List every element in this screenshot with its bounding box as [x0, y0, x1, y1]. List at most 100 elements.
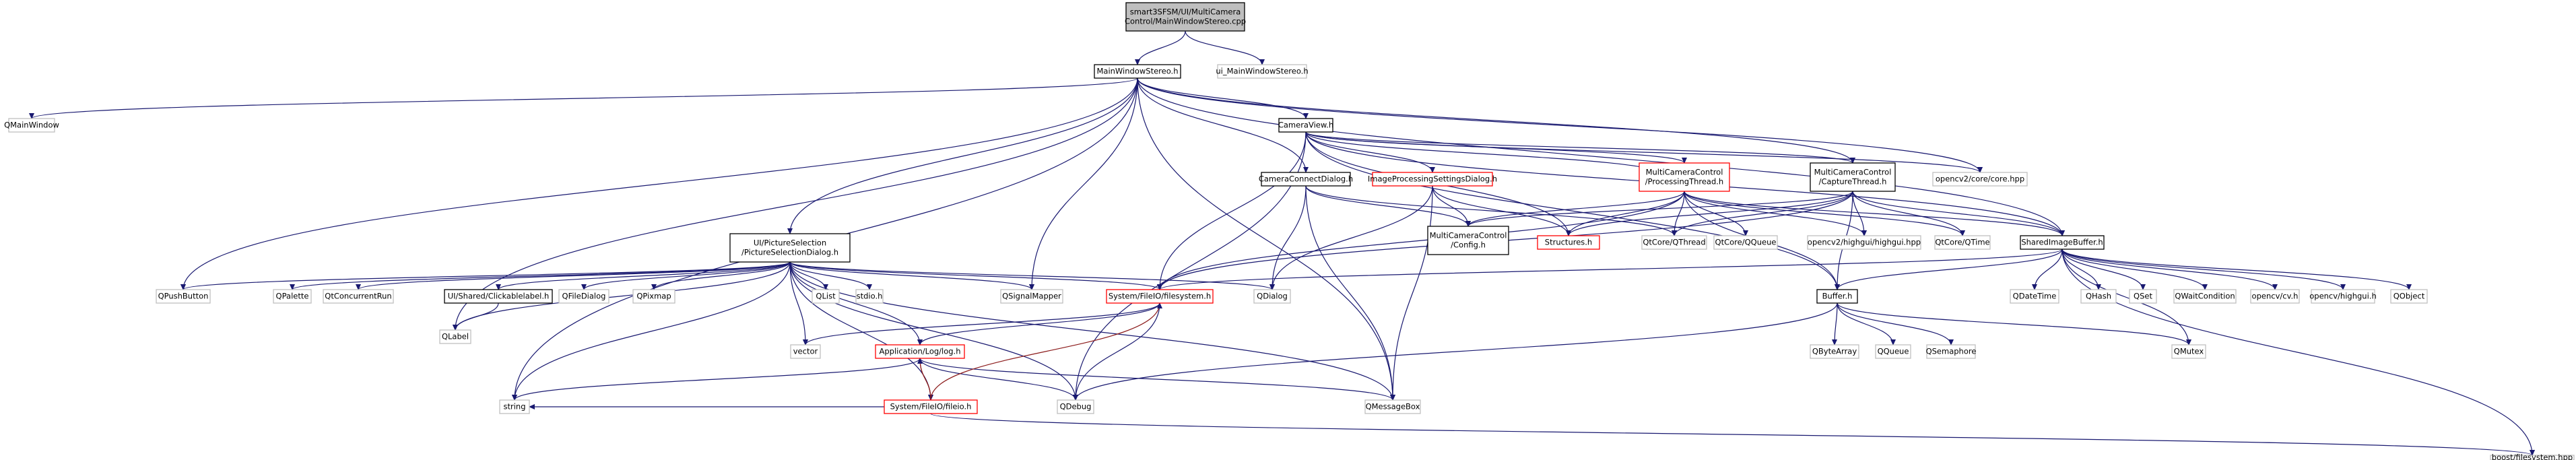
node-label-root-line-0: smart3SFSM/UI/MultiCamera	[1130, 7, 1241, 17]
node-opencvcv: opencv/cv.h	[2250, 289, 2300, 304]
node-box-opencvcore	[1932, 172, 2028, 187]
node-highgui: opencv2/highgui/highgui.hpp	[1807, 235, 1921, 250]
include-edge-mcproc-to-highgui	[1684, 191, 1867, 236]
node-label-qqueuecore-line-0: QtCore/QQueue	[1715, 238, 1777, 247]
node-filesys[interactable]: System/FileIO/filesystem.h	[1106, 289, 1214, 304]
node-box-mcproc	[1639, 162, 1730, 192]
include-edge-fileio-to-applog	[917, 358, 931, 401]
include-edge-psdialog-to-applog	[789, 261, 923, 346]
node-sharedbuf[interactable]: SharedImageBuffer.h	[2020, 235, 2105, 250]
node-string: string	[499, 399, 530, 414]
node-label-qbytearray-line-0: QByteArray	[1812, 347, 1857, 356]
node-label-qsignalmapper-line-0: QSignalMapper	[1002, 292, 1061, 301]
node-root[interactable]: smart3SFSM/UI/MultiCameraControl/MainWin…	[1125, 2, 1246, 32]
node-box-qobject	[2390, 289, 2428, 304]
node-box-vector	[790, 344, 821, 359]
node-box-qset	[2129, 289, 2157, 304]
node-ipsdialog[interactable]: ImageProcessingSettingsDialog.h	[1368, 172, 1497, 187]
include-edge-mws-to-mccapture	[1137, 77, 1855, 164]
include-edge-sharedbuf-to-qhash	[2061, 249, 2101, 290]
edges-layer	[29, 30, 2535, 456]
node-qdatetime: QDateTime	[2010, 289, 2059, 304]
node-fileio[interactable]: System/FileIO/fileio.h	[884, 399, 978, 414]
node-label-qpushbutton-line-0: QPushButton	[158, 292, 209, 301]
include-edge-mccapture-to-qthread	[1672, 191, 1853, 236]
node-qqueuecore: QtCore/QQueue	[1713, 235, 1778, 250]
include-edge-mws-to-qmessagebox	[1137, 77, 1395, 401]
node-boostfs: boost/filesystem.hpp	[2490, 453, 2575, 460]
node-label-vector-line-0: vector	[793, 347, 818, 356]
node-box-root	[1125, 2, 1245, 32]
node-box-ipsdialog	[1372, 172, 1493, 187]
node-psdialog[interactable]: UI/PictureSelection/PictureSelectionDial…	[729, 233, 851, 263]
include-edge-mccapture-to-qtime	[1852, 191, 1965, 236]
node-box-qlist	[812, 289, 840, 304]
include-edge-filesys-to-vector	[803, 302, 1160, 346]
include-edge-psdialog-to-qpixmap	[651, 261, 791, 290]
node-label-psdialog-line-1: /PictureSelectionDialog.h	[741, 248, 838, 257]
node-label-qmessagebox-line-0: QMessageBox	[1366, 402, 1420, 412]
include-edge-psdialog-to-qsignalmapper	[789, 261, 1034, 290]
node-qpushbutton: QPushButton	[156, 289, 211, 304]
node-label-qset-line-0: QSet	[2134, 292, 2152, 301]
node-applog[interactable]: Application/Log/log.h	[875, 344, 965, 359]
node-label-fileio-line-0: System/FileIO/fileio.h	[890, 402, 972, 412]
node-label-boostfs-line-0: boost/filesystem.hpp	[2492, 453, 2573, 460]
node-buffer[interactable]: Buffer.h	[1816, 289, 1858, 304]
node-label-qlist-line-0: QList	[816, 292, 836, 301]
include-edge-mws-to-qsignalmapper	[1029, 77, 1138, 290]
node-box-qwaitcondition	[2173, 289, 2237, 304]
node-label-buffer-line-0: Buffer.h	[1822, 292, 1853, 301]
include-edge-root-to-uimws	[1185, 30, 1265, 65]
node-label-opencvhighgui-line-0: opencv/highgui.h	[2309, 292, 2377, 301]
include-edge-applog-to-qmessagebox	[919, 358, 1395, 401]
node-label-applog-line-0: Application/Log/log.h	[879, 347, 960, 356]
node-box-qmainwindow	[8, 118, 55, 133]
node-box-qmessagebox	[1364, 399, 1421, 414]
node-clickable[interactable]: UI/Shared/Clickablelabel.h	[444, 289, 553, 304]
node-cameraview[interactable]: CameraView.h	[1278, 118, 1333, 133]
include-edge-cameraview-to-filesys	[1157, 131, 1307, 290]
node-label-psdialog-line-0: UI/PictureSelection	[754, 238, 826, 248]
include-edge-psdialog-to-filesys	[789, 261, 1162, 290]
node-box-filesys	[1106, 289, 1214, 304]
node-box-opencvhighgui	[2311, 289, 2375, 304]
include-edge-psdialog-to-qdebug	[789, 261, 1078, 401]
node-box-qthread	[1641, 235, 1707, 250]
node-qmainwindow: QMainWindow	[4, 118, 59, 133]
node-structures[interactable]: Structures.h	[1537, 235, 1600, 250]
include-edge-psdialog-to-qtconcurrent	[356, 261, 791, 290]
node-opencvhighgui: opencv/highgui.h	[2309, 289, 2377, 304]
include-edge-fileio-to-filesys	[930, 302, 1162, 401]
node-box-ccdialog	[1261, 172, 1351, 187]
node-box-uimws	[1217, 64, 1307, 79]
include-edge-sharedbuf-to-buffer	[1835, 249, 2063, 290]
include-edge-ipsdialog-to-mcconfig	[1432, 185, 1471, 227]
node-label-ccdialog-line-0: CameraConnectDialog.h	[1259, 174, 1353, 184]
include-edge-fileio-to-boostfs	[930, 413, 2535, 456]
node-box-qpalette	[273, 289, 312, 304]
node-label-qmutex-line-0: QMutex	[2174, 347, 2204, 356]
node-mws[interactable]: MainWindowStereo.h	[1094, 64, 1181, 79]
include-edge-cameraview-to-opencvcore	[1305, 131, 1983, 173]
node-qpixmap: QPixmap	[632, 289, 675, 304]
node-ccdialog[interactable]: CameraConnectDialog.h	[1259, 172, 1353, 187]
include-edge-buffer-to-qqueue	[1837, 302, 1896, 346]
node-qwaitcondition: QWaitCondition	[2173, 289, 2237, 304]
include-edge-sharedbuf-to-boostfs	[2061, 249, 2535, 456]
node-qlabel: QLabel	[439, 329, 471, 344]
node-box-clickable	[444, 289, 553, 304]
include-edge-buffer-to-qbytearray	[1832, 302, 1838, 346]
node-label-qpixmap-line-0: QPixmap	[636, 292, 671, 301]
node-label-mcproc-line-0: MultiCameraControl	[1646, 168, 1723, 177]
node-mcconfig[interactable]: MultiCameraControl/Config.h	[1427, 226, 1509, 255]
node-mccapture[interactable]: MultiCameraControl/CaptureThread.h	[1810, 162, 1896, 192]
node-box-qhash	[2080, 289, 2117, 304]
node-box-qtime	[1934, 235, 1991, 250]
node-label-cameraview-line-0: CameraView.h	[1278, 121, 1333, 130]
node-opencvcore: opencv2/core/core.hpp	[1932, 172, 2028, 187]
node-label-string-line-0: string	[503, 402, 525, 412]
node-box-fileio	[884, 399, 978, 414]
include-edge-filesys-to-applog	[917, 302, 1160, 346]
node-mcproc[interactable]: MultiCameraControl/ProcessingThread.h	[1639, 162, 1730, 192]
